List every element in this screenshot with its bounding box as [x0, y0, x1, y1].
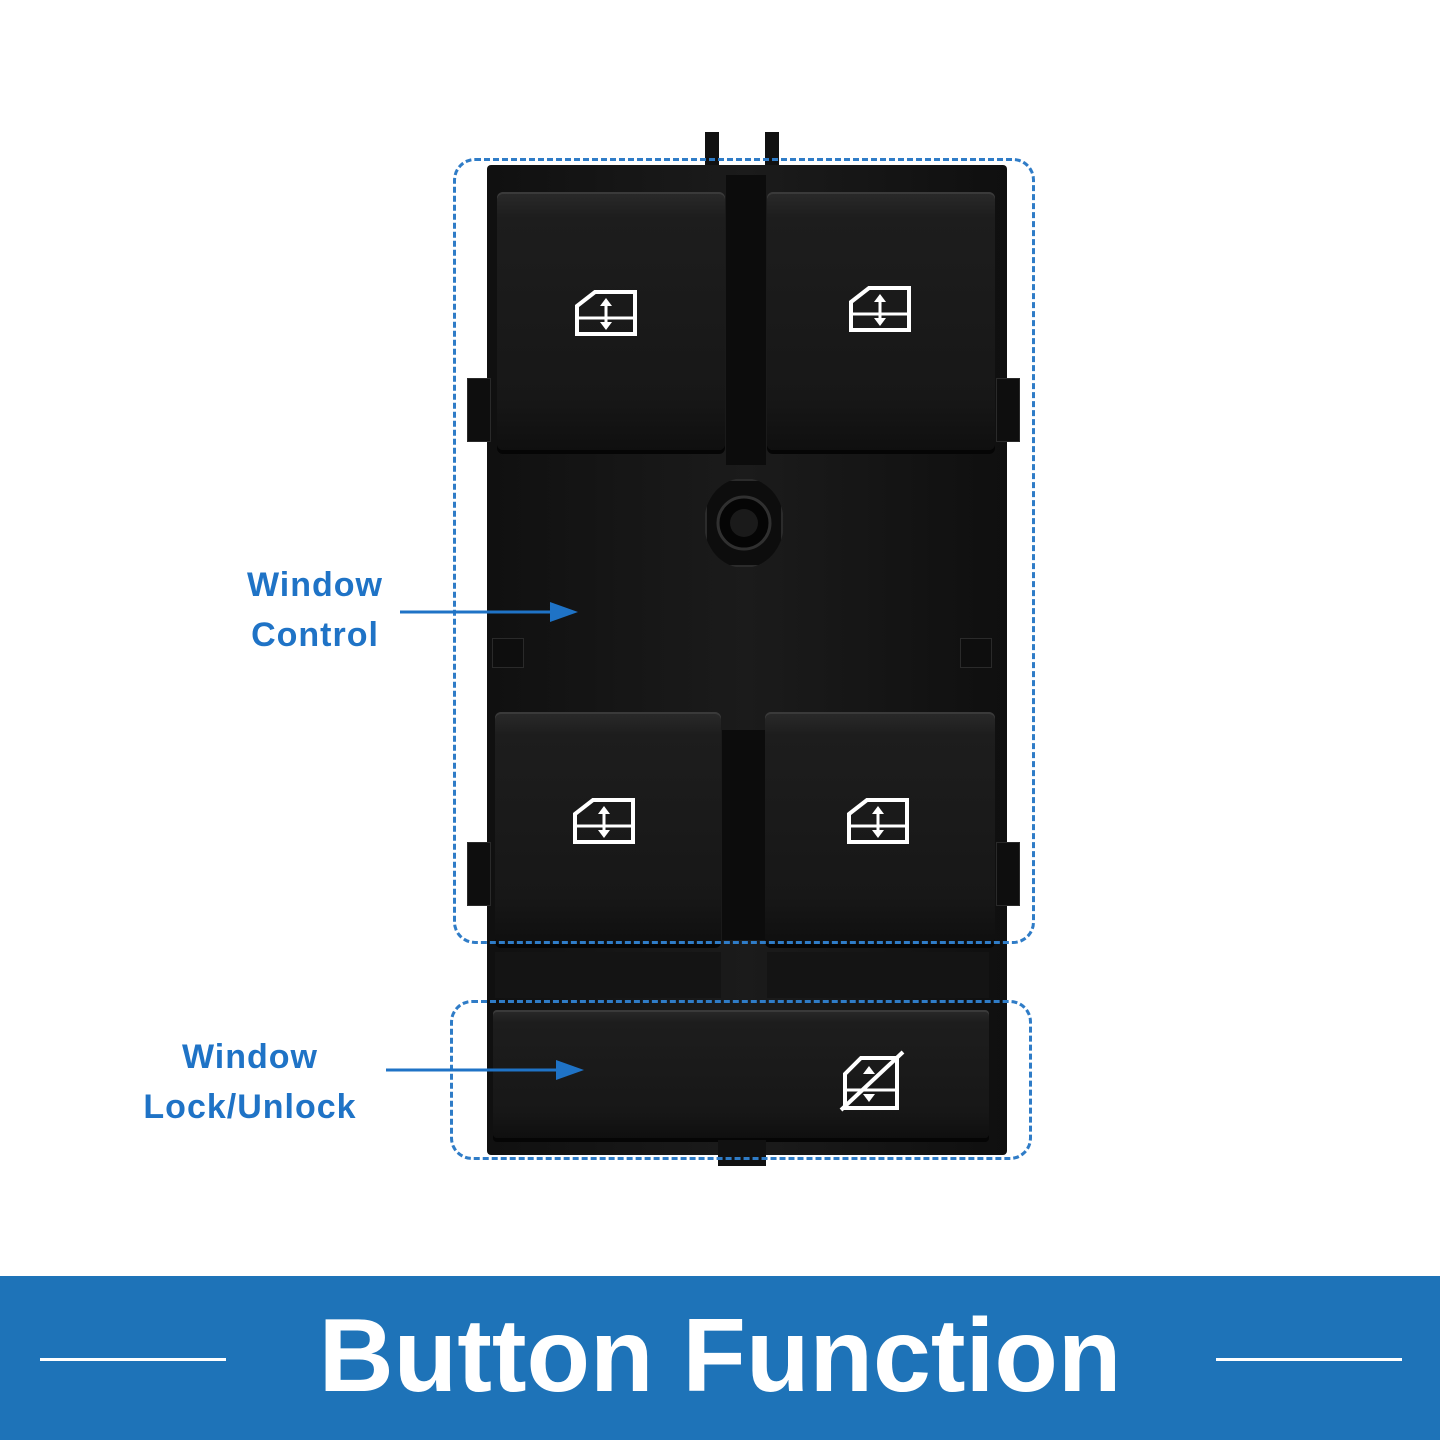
side-tab [996, 842, 1020, 906]
window-up-down-icon [849, 286, 911, 332]
rear-right-window-button[interactable] [765, 712, 995, 944]
label-line: Window [247, 566, 383, 604]
label-line: Window [182, 1038, 318, 1076]
front-left-window-button[interactable] [497, 192, 725, 450]
window-control-label: Window Control [200, 560, 430, 660]
window-up-down-icon [847, 798, 909, 844]
connector-pin [718, 1140, 766, 1166]
window-control-region [453, 158, 1035, 944]
banner-title: Button Function [318, 1298, 1122, 1414]
label-line: Lock/Unlock [143, 1088, 357, 1126]
banner-divider-right [1216, 1358, 1402, 1361]
side-tab [467, 842, 491, 906]
front-right-window-button[interactable] [767, 192, 995, 450]
button-ledge [767, 952, 989, 998]
arrow-right-icon [386, 1060, 584, 1080]
window-lock-button[interactable] [493, 1010, 989, 1138]
window-lock-label: Window Lock/Unlock [110, 1032, 390, 1132]
rear-left-window-button[interactable] [495, 712, 721, 944]
center-hinge [726, 175, 766, 465]
side-tab [996, 378, 1020, 442]
connector-pin [765, 132, 779, 166]
button-ledge [495, 952, 721, 998]
window-up-down-icon [573, 798, 635, 844]
side-tab [960, 638, 992, 668]
window-up-down-icon [575, 290, 637, 336]
banner-divider-left [40, 1358, 226, 1361]
connector-pin [705, 132, 719, 166]
title-banner [0, 1276, 1440, 1440]
center-hinge [722, 730, 770, 940]
arrow-right-icon [400, 602, 578, 622]
label-line: Control [251, 616, 379, 654]
side-tab [467, 378, 491, 442]
window-lock-icon [839, 1050, 905, 1112]
screw-hole-icon [705, 479, 783, 567]
side-tab [492, 638, 524, 668]
window-lock-region [450, 1000, 1032, 1160]
